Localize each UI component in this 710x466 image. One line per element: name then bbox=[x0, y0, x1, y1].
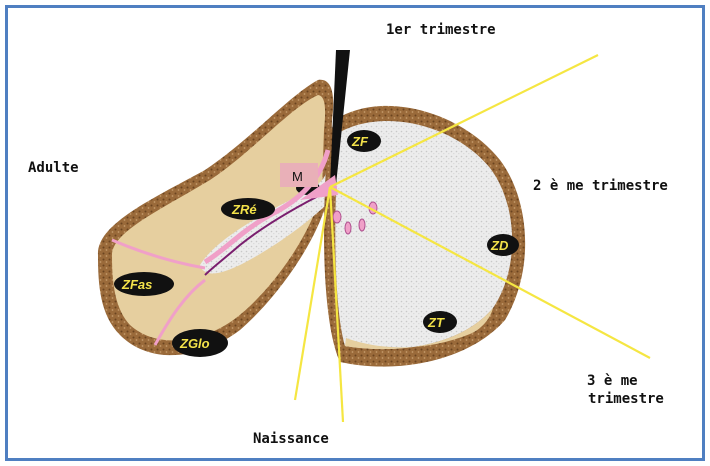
zone-label-zd: ZD bbox=[490, 238, 509, 253]
zone-label-zglo: ZGlo bbox=[179, 336, 210, 351]
label-third-trimester-line2: trimestre bbox=[588, 391, 664, 407]
zone-label-zt: ZT bbox=[427, 315, 445, 330]
zone-badge-zglo: ZGlo bbox=[172, 329, 228, 357]
label-first-trimester: 1er trimestre bbox=[386, 22, 496, 38]
zone-label-zf: ZF bbox=[351, 134, 369, 149]
zone-label-zre: ZRé bbox=[231, 202, 257, 217]
label-adult: Adulte bbox=[28, 160, 79, 176]
zone-badge-zre: ZRé bbox=[221, 198, 275, 220]
zone-badge-zd: ZD bbox=[487, 234, 519, 256]
medulla-marker: M bbox=[280, 163, 318, 187]
zone-badge-zf: ZF bbox=[347, 130, 381, 152]
zone-badge-zt: ZT bbox=[423, 311, 457, 333]
label-second-trimester: 2 è me trimestre bbox=[533, 178, 668, 194]
medulla-marker-label: M bbox=[292, 169, 303, 184]
adult-gland bbox=[98, 80, 333, 355]
label-third-trimester-line1: 3 è me bbox=[587, 373, 638, 389]
label-birth: Naissance bbox=[253, 431, 329, 447]
zone-badge-zfas: ZFas bbox=[114, 272, 174, 296]
zone-label-zfas: ZFas bbox=[121, 277, 152, 292]
